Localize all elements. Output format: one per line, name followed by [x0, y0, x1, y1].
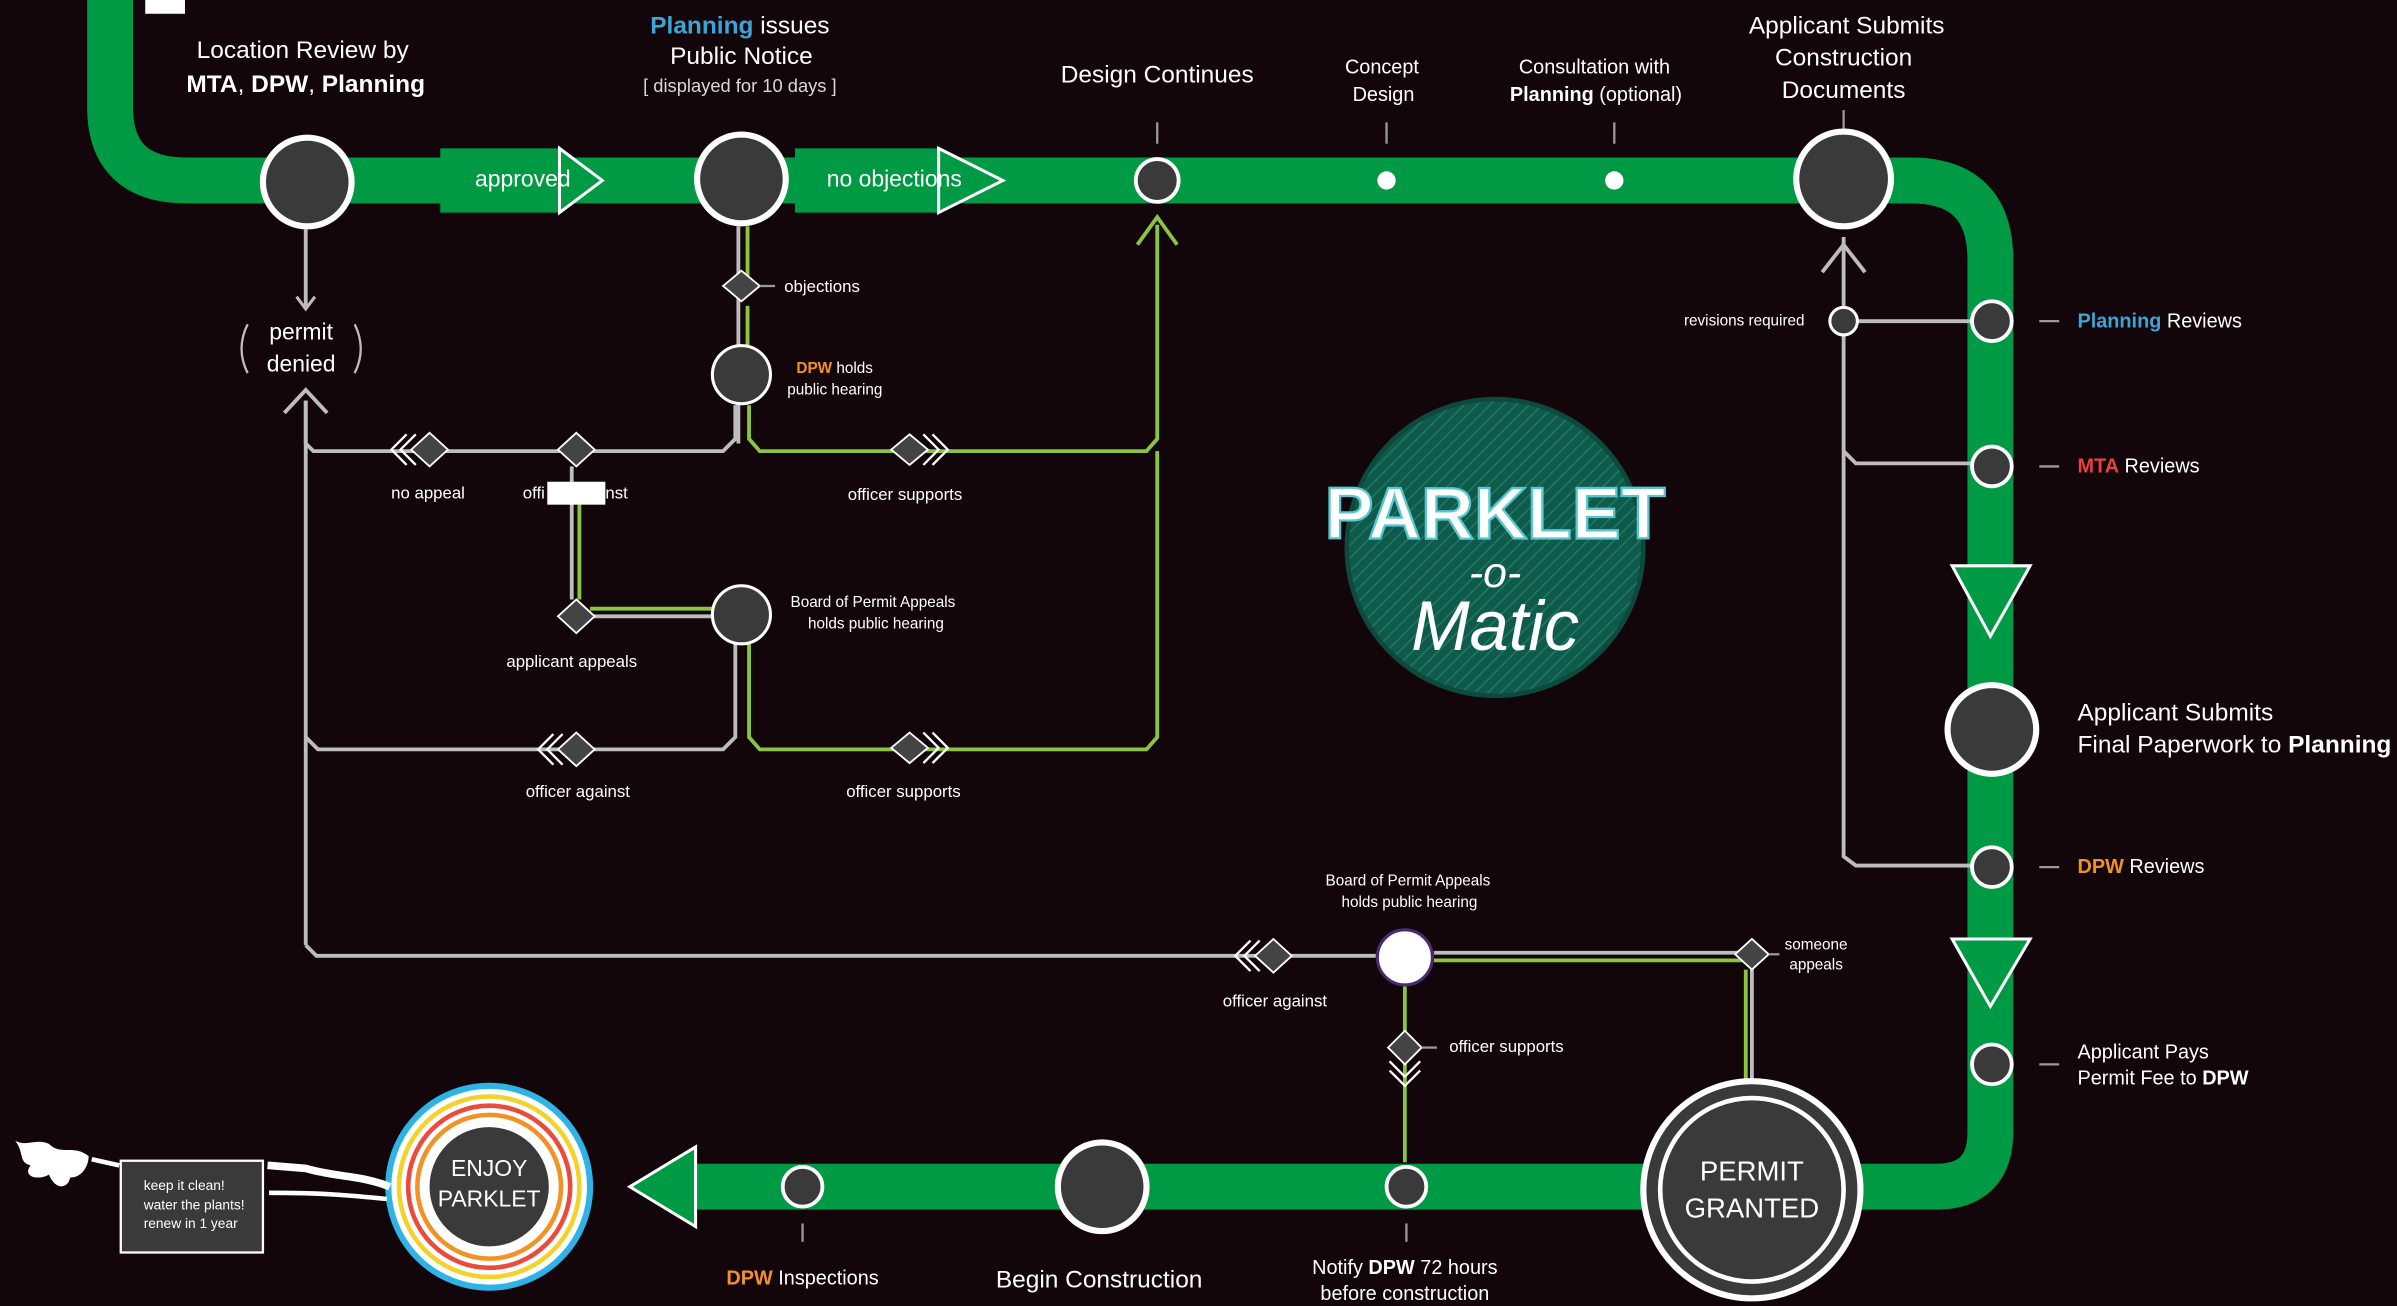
node-dpw-hearing [710, 344, 772, 406]
logo-title: PARKLET [1325, 472, 1666, 554]
no-appeal-label: no appeal [391, 484, 465, 503]
sign-line-3: renew in 1 year [144, 1216, 238, 1231]
parklet-o-matic-logo: PARKLET -o- Matic [1323, 396, 1667, 699]
no-objections-arrow [794, 148, 1003, 213]
construction-docs-line-3: Documents [1782, 77, 1906, 104]
objections-label: objections [784, 277, 860, 296]
node-permit-granted-outer [1640, 1078, 1864, 1302]
officer-against-3-label: officer against [1223, 991, 1328, 1010]
consultation-line-2: Planning (optional) [1510, 84, 1682, 106]
node-revisions [1828, 305, 1859, 337]
officer-against-2-label: officer against [526, 782, 631, 801]
node-public-notice [694, 131, 789, 227]
dpw-hearing-line-2: public hearing [787, 382, 882, 399]
permit-denied-line-2: denied [267, 351, 336, 377]
someone-appeals-line-2: appeals [1789, 957, 1843, 974]
logo-o: -o- [1469, 549, 1521, 597]
sign-line-2: water the plants! [143, 1198, 245, 1213]
main-route [87, 0, 2033, 1230]
permit-denied-bracket-right [353, 323, 362, 374]
node-design-continues [1133, 157, 1181, 204]
officer-against-top-right: nst [605, 484, 628, 503]
sign-box [119, 1159, 265, 1254]
watering-hose [15, 1140, 392, 1254]
node-mta-reviews [1970, 444, 2014, 489]
approved-label: approved [475, 166, 571, 192]
node-planning-reviews [1970, 299, 2014, 343]
permit-fee-line-1: Applicant Pays [2078, 1041, 2209, 1063]
officer-supports-1-label: officer supports [848, 485, 963, 504]
consultation-line-1: Consultation with [1519, 56, 1670, 78]
public-notice-line-1: Planning issues [650, 13, 829, 40]
node-permit-fee [1970, 1042, 2014, 1087]
down-arrow-2 [1949, 937, 2033, 1010]
node-enjoy-parklet [426, 1124, 552, 1250]
down-arrow-1 [1949, 564, 2033, 640]
permit-denied-bracket-left [240, 323, 249, 374]
approved-arrow [440, 148, 603, 213]
node-board-hearing-1 [710, 584, 772, 646]
board-hearing-1-line-1: Board of Permit Appeals [791, 594, 956, 611]
officer-against-top-left: offi [523, 484, 545, 503]
design-continues-label: Design Continues [1061, 62, 1254, 89]
mta-reviews-label: MTA Reviews [2078, 456, 2200, 478]
sign-line-1: keep it clean! [144, 1178, 225, 1193]
board-hearing-2-line-1: Board of Permit Appeals [1326, 872, 1491, 889]
applicant-appeals-label: applicant appeals [506, 652, 637, 671]
left-arrow [626, 1144, 698, 1230]
enjoy-parklet-line-1: ENJOY [451, 1155, 527, 1181]
redaction-box [547, 481, 606, 505]
decision-markers [389, 269, 1771, 1088]
location-review-agencies: MTA, DPW, Planning [186, 71, 425, 98]
board-hearing-2-line-2: holds public hearing [1342, 894, 1478, 911]
permit-granted-line-1: PERMIT [1700, 1156, 1804, 1187]
revisions-required-label: revisions required [1684, 313, 1805, 330]
top-tab [145, 0, 185, 14]
final-paperwork-line-2: Final Paperwork to Planning [2078, 731, 2392, 758]
public-notice-line-3: [ displayed for 10 days ] [643, 75, 837, 96]
node-consultation [1605, 171, 1624, 190]
dpw-reviews-label: DPW Reviews [2078, 856, 2205, 878]
node-begin-construction [1054, 1139, 1150, 1235]
begin-construction-label: Begin Construction [996, 1267, 1203, 1294]
dpw-inspections-label: DPW Inspections [726, 1268, 878, 1290]
someone-appeals-line-1: someone [1785, 937, 1848, 954]
node-concept-design [1377, 171, 1396, 190]
node-final-paperwork [1944, 682, 2040, 777]
final-paperwork-line-1: Applicant Submits [2078, 699, 2274, 726]
node-location-review [259, 134, 355, 230]
permit-fee-line-2: Permit Fee to DPW [2078, 1067, 2249, 1089]
nodes [259, 128, 2040, 1302]
concept-design-line-2: Design [1353, 84, 1415, 106]
dpw-hearing-line-1: DPW holds [796, 360, 873, 377]
permit-denied-line-1: permit [269, 319, 333, 345]
construction-docs-line-1: Applicant Submits [1749, 13, 1945, 40]
officer-supports-2-label: officer supports [846, 782, 961, 801]
construction-docs-line-2: Construction [1775, 45, 1912, 72]
officer-supports-3-label: officer supports [1449, 1037, 1564, 1056]
node-notify-dpw [1384, 1164, 1429, 1209]
node-dpw-inspections [780, 1164, 825, 1209]
logo-matic: Matic [1411, 586, 1579, 665]
board-hearing-1-line-2: holds public hearing [808, 616, 944, 633]
water-splash-icon [15, 1140, 89, 1187]
no-objections-label: no objections [827, 166, 962, 192]
enjoy-parklet-line-2: PARKLET [438, 1186, 541, 1212]
node-construction-docs [1793, 128, 1895, 230]
notify-dpw-line-2: before construction [1320, 1283, 1489, 1305]
node-dpw-reviews [1970, 845, 2014, 889]
location-review-label: Location Review by [197, 37, 410, 64]
label-ticks [759, 110, 2060, 1242]
permit-granted-line-2: GRANTED [1685, 1192, 1820, 1223]
planning-reviews-label: Planning Reviews [2078, 310, 2242, 332]
node-board-hearing-2 [1375, 928, 1434, 987]
concept-design-line-1: Concept [1345, 56, 1419, 78]
notify-dpw-line-1: Notify DPW 72 hours [1312, 1257, 1497, 1279]
public-notice-line-2: Public Notice [670, 43, 813, 70]
branch-lines [282, 213, 1973, 1163]
